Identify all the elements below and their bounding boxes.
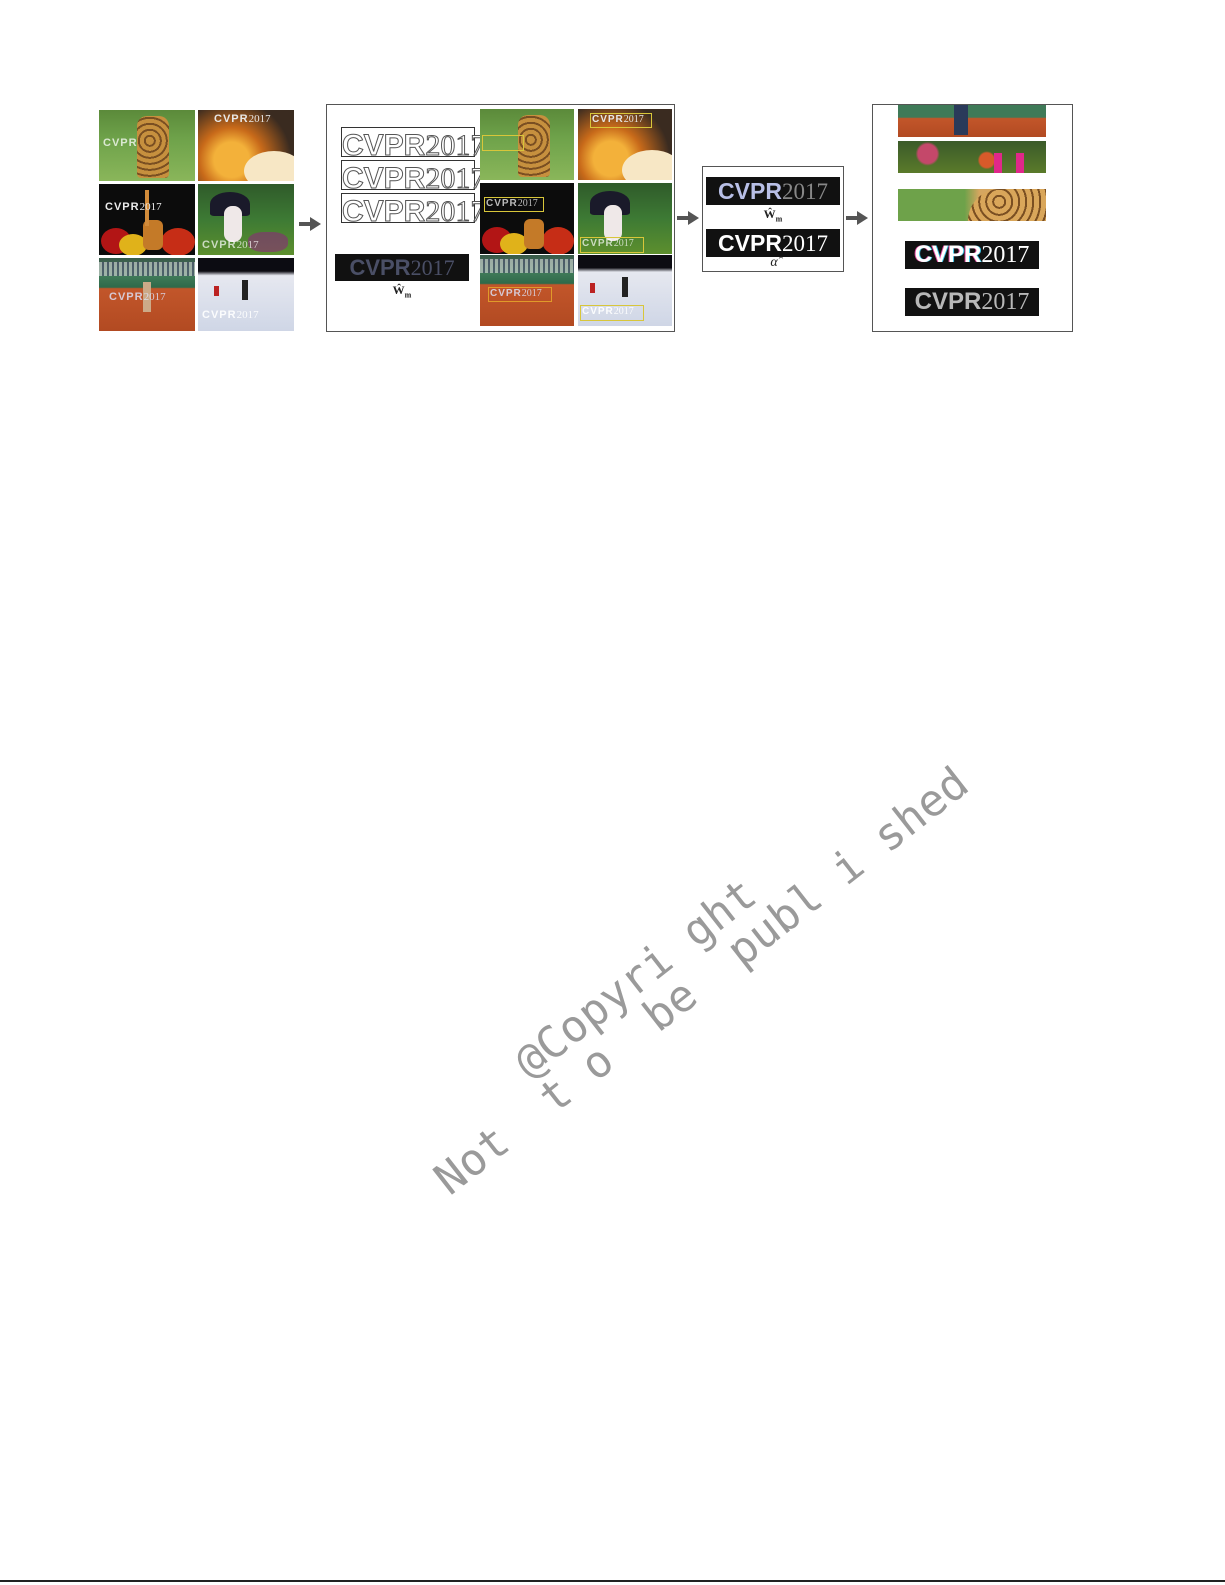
- arrow-right-icon: [846, 211, 868, 225]
- watermark-overlay: CVPR2017: [105, 201, 162, 213]
- watermark-overlay: CVPR2017: [582, 238, 634, 249]
- recovered-tennis-strip: [898, 105, 1046, 137]
- photo-cat-detected: CVPR2017: [578, 109, 672, 180]
- watermark-overlay: CVPR2017: [202, 239, 259, 251]
- panel-initial-estimation: CVPR2017 CVPR2017 CVPR2017 CVPR2017 Ŵm C…: [326, 104, 675, 332]
- recovered-giraffe-strip: [898, 189, 1046, 221]
- watermark-overlay: CVPR2017: [214, 113, 271, 125]
- recovered-watermark-color: CVPR2017: [905, 241, 1039, 269]
- photo-tennis-detected: CVPR2017: [480, 255, 574, 326]
- copyright-watermark-line2: Not t o be publ i shed: [425, 757, 979, 1206]
- photo-snow-detected: CVPR2017: [578, 255, 672, 326]
- detection-box: [488, 287, 552, 302]
- gradient-outline-1: CVPR2017: [341, 127, 486, 162]
- recovered-flowers-strip: [898, 141, 1046, 173]
- photo-snow: CVPR2017: [198, 258, 294, 331]
- detection-box: [580, 237, 644, 253]
- photo-fruit: CVPR2017: [99, 184, 195, 255]
- watermark-overlay: CVPR2017: [486, 198, 538, 209]
- gradient-outline-3: CVPR2017: [341, 193, 486, 228]
- watermark-overlay: CVPR2017: [490, 288, 542, 299]
- estimated-watermark: CVPR2017: [335, 254, 469, 281]
- symbol-alpha-hat: α̂: [770, 255, 778, 270]
- detection-box: [590, 113, 652, 128]
- watermark-overlay: CVPR2017: [202, 309, 259, 321]
- arrow-right-icon: [677, 211, 699, 225]
- panel-matting-estimation: CVPR2017 Ŵm CVPR2017 α̂: [702, 166, 844, 272]
- detection-box: [580, 305, 644, 321]
- photo-child-detected: CVPR2017: [578, 183, 672, 254]
- photo-cat: CVPR2017: [198, 110, 294, 181]
- photo-fruit-detected: CVPR2017: [480, 183, 574, 254]
- gradient-outline-2: CVPR2017: [341, 160, 486, 195]
- alpha-matte: CVPR2017: [706, 229, 840, 257]
- watermark-overlay: CVPR2017: [582, 306, 634, 317]
- detection-box: [484, 197, 544, 212]
- arrow-right-icon: [299, 217, 321, 231]
- panel-decomposition-results: CVPR2017 CVPR2017: [872, 104, 1073, 332]
- photo-giraffe: CVPR: [99, 110, 195, 181]
- recovered-watermark-gray: CVPR2017: [905, 288, 1039, 316]
- photo-tennis: CVPR2017: [99, 258, 195, 331]
- refined-watermark: CVPR2017: [706, 177, 840, 205]
- photo-child-forest: CVPR2017: [198, 184, 294, 255]
- watermark-overlay: CVPR: [103, 137, 138, 149]
- watermark-overlay: CVPR2017: [592, 114, 644, 125]
- watermark-overlay: CVPR2017: [109, 291, 166, 303]
- photo-giraffe-detected: [480, 109, 574, 180]
- symbol-w-hat: Ŵm: [763, 207, 783, 224]
- detection-box: [482, 135, 524, 151]
- symbol-w-hat: Ŵm: [392, 283, 412, 300]
- bottom-rule: [0, 1580, 1225, 1582]
